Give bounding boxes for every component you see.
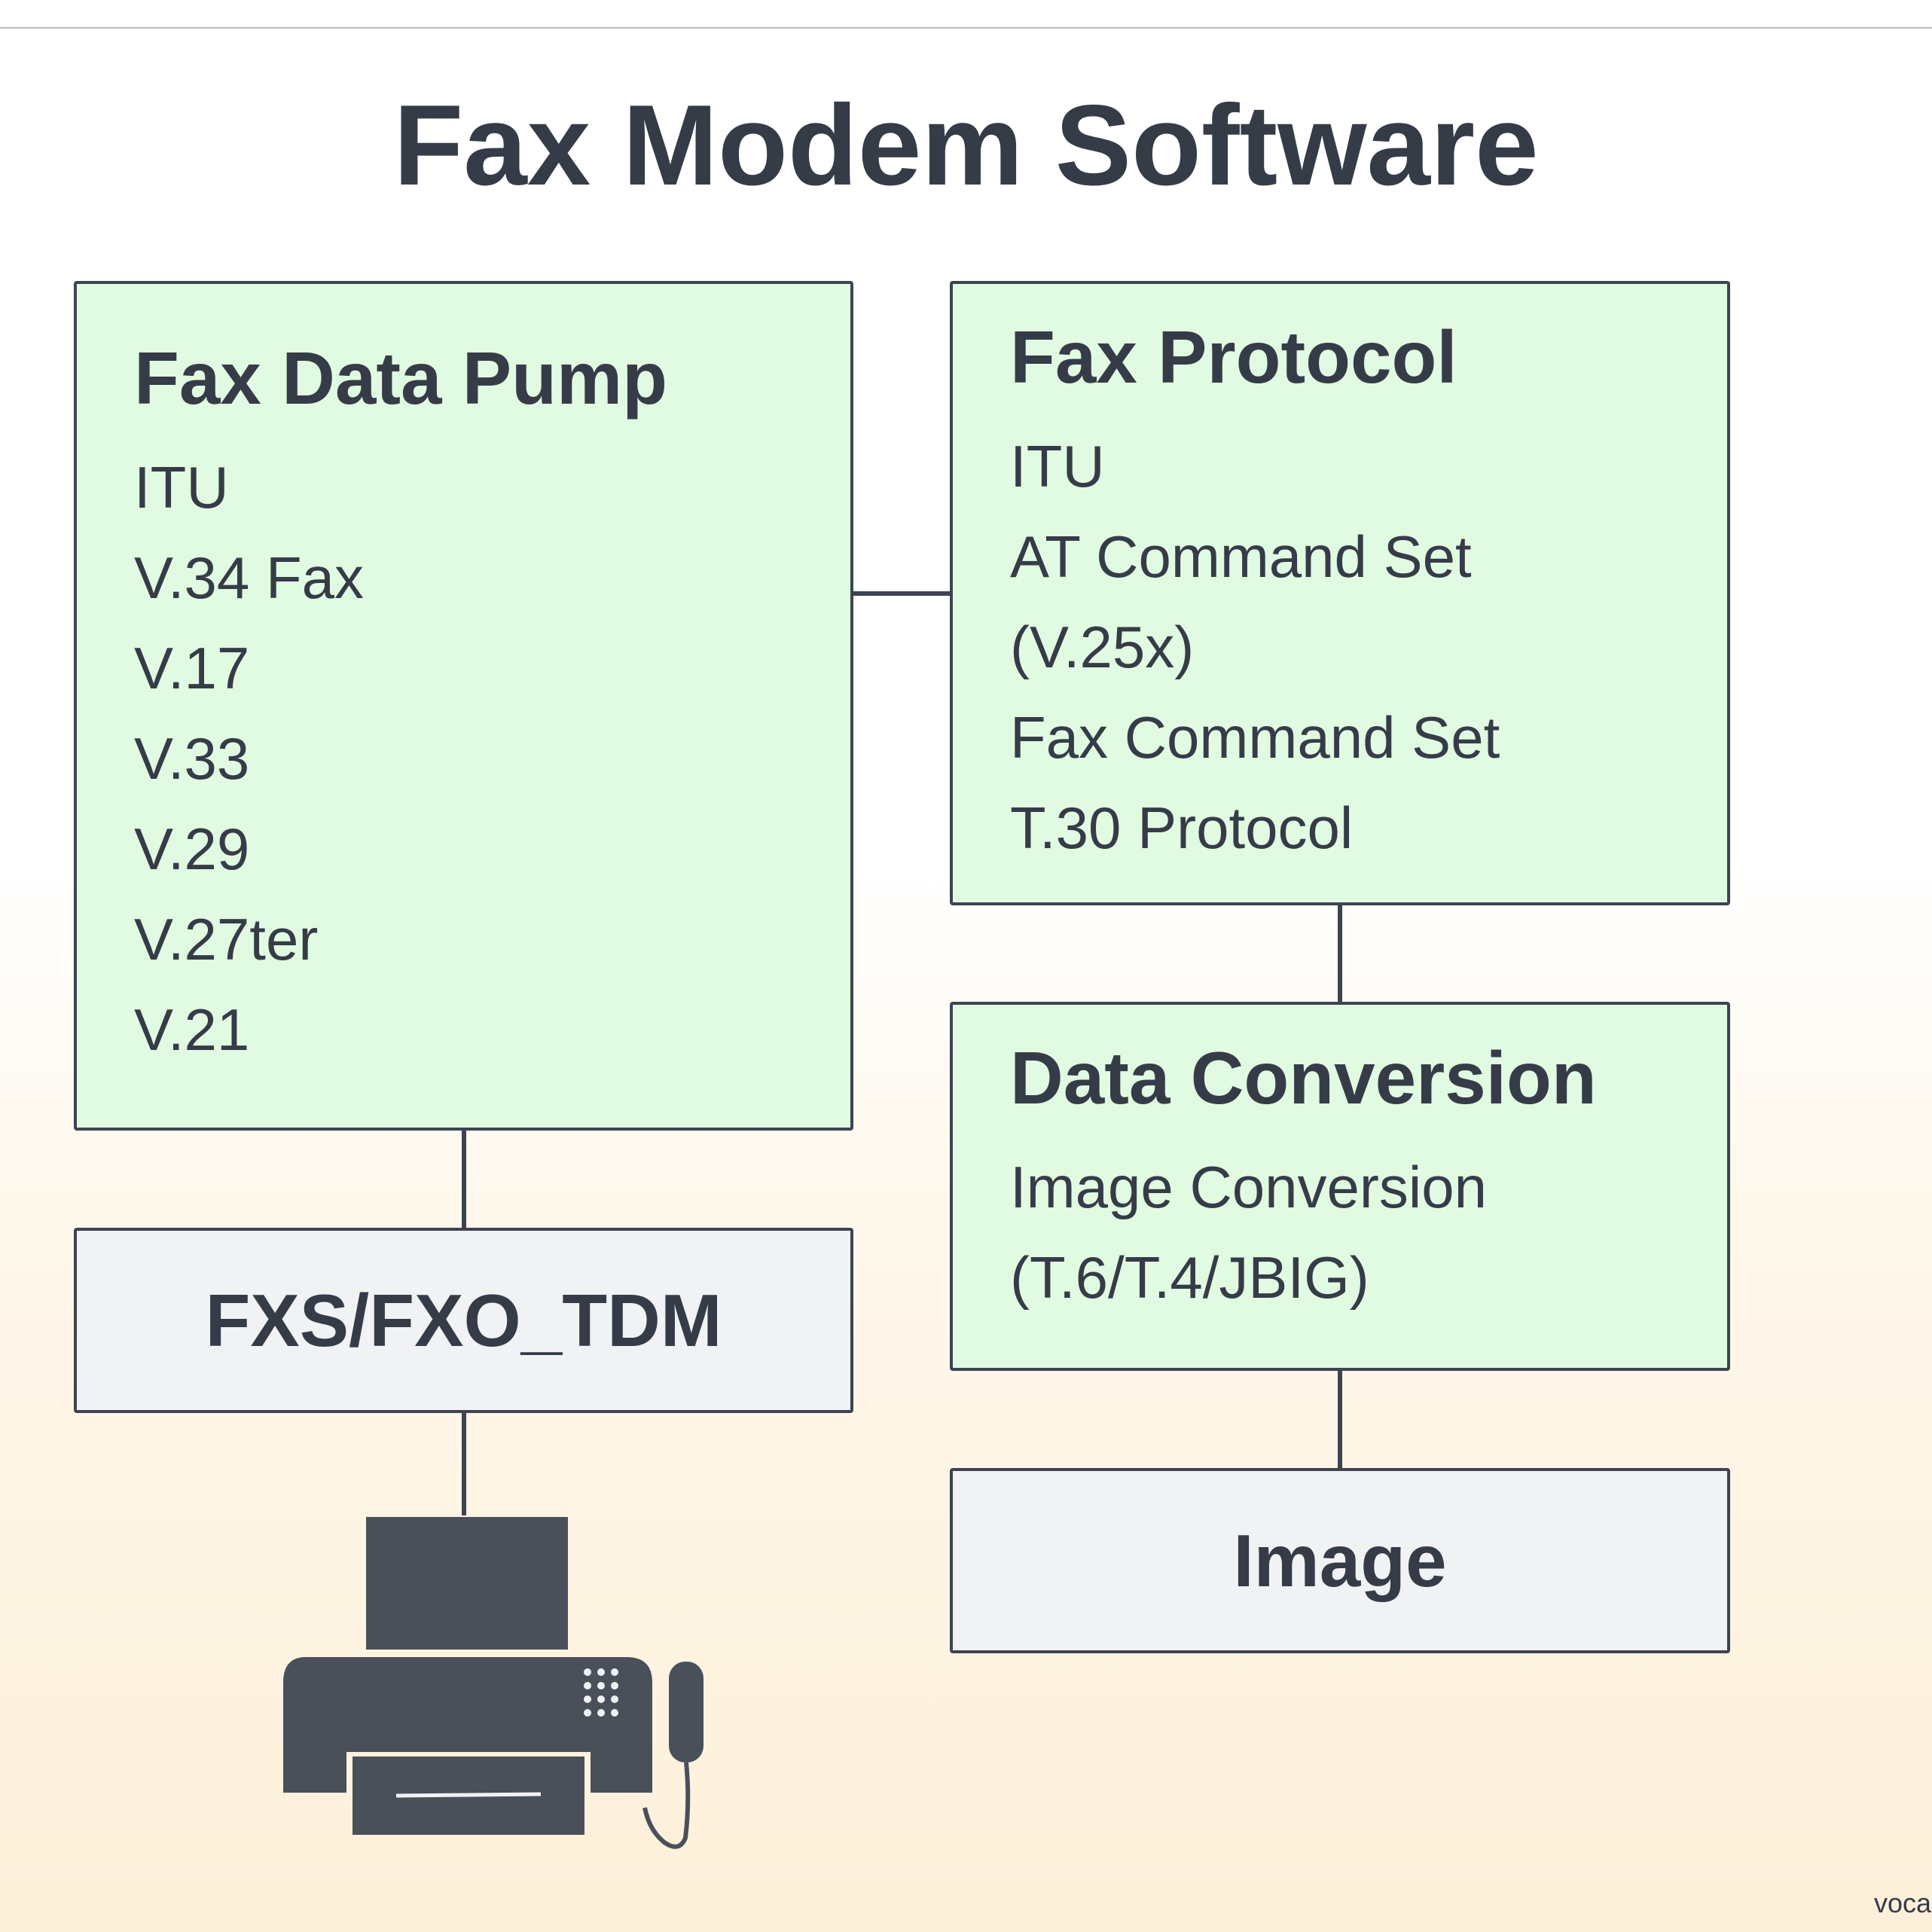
fax-protocol-item: ITU [1010,433,1105,499]
image-label: Image [1233,1518,1447,1602]
page-title: Fax Modem Software [393,81,1539,209]
fax-protocol-item: Fax Command Set [1010,704,1500,771]
fax-data-pump-item: ITU [134,454,229,520]
fax-data-pump-item: V.17 [134,635,250,701]
fax-data-pump-title: Fax Data Pump [134,337,667,420]
fax-protocol-item: AT Command Set [1010,523,1472,590]
connector-protocol-conversion [1338,905,1342,1002]
fax-data-pump-item: V.33 [134,725,250,792]
fxs-fxo-tdm-label: FXS/FXO_TDM [205,1278,722,1362]
fax-protocol-item: T.30 Protocol [1010,795,1354,861]
top-divider [0,27,1932,29]
fax-data-pump-box: Fax Data Pump ITU V.34 Fax V.17 V.33 V.2… [74,281,853,1131]
fxs-fxo-tdm-box: FXS/FXO_TDM [74,1228,853,1413]
data-conversion-item: Image Conversion [1010,1154,1487,1220]
data-conversion-item: (T.6/T.4/JBIG) [1010,1244,1369,1311]
fax-protocol-item: (V.25x) [1010,614,1195,680]
footer-text: voca [1874,1888,1932,1918]
connector-pump-protocol [853,591,950,596]
fax-data-pump-item: V.29 [134,816,250,882]
fax-data-pump-item: V.27ter [134,906,319,972]
data-conversion-title: Data Conversion [1010,1036,1597,1119]
data-conversion-box: Data Conversion Image Conversion (T.6/T.… [950,1002,1730,1371]
fax-protocol-box: Fax Protocol ITU AT Command Set (V.25x) … [950,281,1730,905]
fax-data-pump-item: V.21 [134,997,250,1063]
connector-fxs-fax [462,1413,466,1515]
connector-conversion-image [1338,1371,1342,1468]
connector-pump-fxs [462,1131,466,1228]
fax-protocol-title: Fax Protocol [1010,316,1457,398]
fax-machine-icon [283,1517,704,1849]
fax-data-pump-item: V.34 Fax [134,545,364,611]
image-box: Image [950,1468,1730,1653]
